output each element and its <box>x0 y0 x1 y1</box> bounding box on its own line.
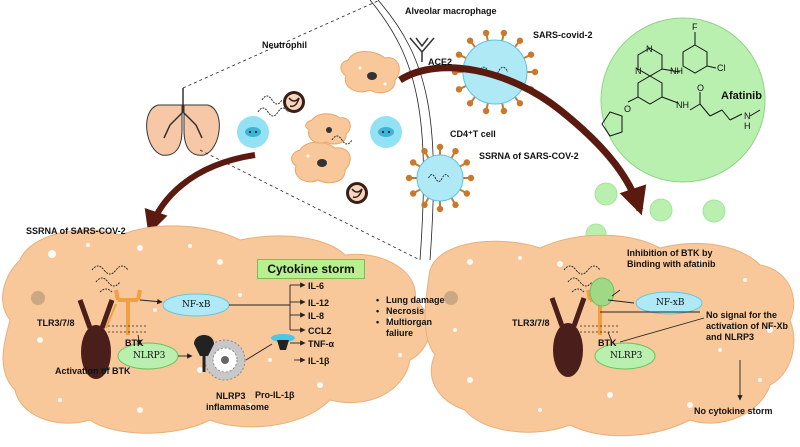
nfkb-right-node <box>635 291 703 315</box>
label-ssrna-top: SSRNA of SARS-COV-2 <box>479 151 579 161</box>
label-nfkb-left: NF-xB <box>182 300 211 310</box>
cytokine-label: IL-1β <box>308 356 330 366</box>
atom-o1: O <box>697 83 705 93</box>
neutrophil-bottom <box>346 182 368 204</box>
effect-item: Lung damage <box>376 295 445 306</box>
label-nlrp3-right: NLRP3 <box>610 351 643 361</box>
sars-covid2-virus-small-icon <box>405 143 475 213</box>
cytokine-label: IL-6 <box>308 281 325 291</box>
label-nfkb-right: NF-xB <box>656 298 685 308</box>
label-sars-covid2: SARS-covid-2 <box>533 30 593 40</box>
cytokine-label: IL-8 <box>308 311 325 321</box>
alveolar-macrophage-mid <box>291 141 351 184</box>
atom-n-methyl: N <box>744 111 751 121</box>
label-btk-right: BTK <box>598 338 617 348</box>
arrow-to-right-cell <box>398 64 647 216</box>
atom-h-methyl: H <box>744 121 751 131</box>
label-inhibition-2: Binding with afatinib <box>627 259 716 269</box>
label-no-signal-1: No signal for the <box>706 310 778 320</box>
label-btk-left: BTK <box>125 338 144 348</box>
signal-arrows-left <box>89 282 306 371</box>
nlrp3-right-node <box>594 342 656 370</box>
label-cd4-t-cell: CD4⁺T cell <box>450 129 496 139</box>
tlr-receptor-right <box>549 297 587 377</box>
effect-item: Multiorgan <box>376 317 445 328</box>
label-pro-il1b: Pro-IL-1β <box>255 390 295 400</box>
label-activation-btk: Activation of BTK <box>55 366 131 376</box>
arrow-to-left-cell <box>144 152 256 235</box>
atom-n1: N <box>646 44 653 54</box>
label-no-signal-3: and NLRP3 <box>706 332 755 342</box>
effects-list: Lung damage Necrosis Multiorgan faliure <box>376 295 445 339</box>
cytokine-storm-box: Cytokine storm <box>257 259 365 279</box>
signal-arrows-right <box>600 289 743 401</box>
label-nlrp3-inflammasome-1: NLRP3 <box>216 391 246 401</box>
label-nlrp3-inflammasome-2: inflammasome <box>206 402 270 412</box>
nlrp3-receptor-left <box>194 335 214 372</box>
atom-o2: O <box>624 104 632 114</box>
lungs-icon <box>146 88 220 156</box>
zoom-outline <box>182 0 434 261</box>
label-ace2: ACE2 <box>428 57 453 67</box>
atom-cl: Cl <box>717 63 726 73</box>
cytokine-label: TNF-α <box>308 339 335 349</box>
label-nlrp3-left: NLRP3 <box>133 351 166 361</box>
label-no-cytokine-storm: No cytokine storm <box>694 406 773 416</box>
label-no-signal-2: activation of NF-Xb <box>706 321 789 331</box>
atom-nh2: NH <box>676 100 689 110</box>
cytokine-label: IL-12 <box>308 298 330 308</box>
ace2-receptor-icon <box>409 37 435 62</box>
ssrna-right-strand <box>563 265 601 293</box>
label-tlr-right: TLR3/7/8 <box>512 318 550 328</box>
cd4-t-cell-icon <box>370 116 402 148</box>
atom-f: F <box>692 22 698 32</box>
atom-n2: N <box>635 66 642 76</box>
tlr-receptor-left <box>77 299 117 379</box>
label-inhibition-1: Inhibition of BTK by <box>627 248 713 258</box>
effect-item: faliure <box>386 328 414 338</box>
alveolar-macrophage-top <box>340 51 400 94</box>
label-alveolar-macrophage: Alveolar macrophage <box>405 6 497 16</box>
alveolar-macrophage-center <box>305 113 351 145</box>
atom-nh1: NH <box>670 66 683 76</box>
label-ssrna-left: SSRNA of SARS-COV-2 <box>26 226 126 236</box>
label-afatinib: Afatinib <box>721 90 762 102</box>
cytokine-label: CCL2 <box>308 326 332 336</box>
afatinib-bound-icon <box>589 277 615 307</box>
effect-item: Necrosis <box>376 306 445 317</box>
btk-kinase-left <box>108 289 148 335</box>
neutrophil-top <box>283 91 305 113</box>
inflammasome-icon <box>204 339 246 381</box>
label-tlr-left: TLR3/7/8 <box>37 318 75 328</box>
ssrna-strand-icon <box>257 95 353 145</box>
cd4-t-cell-icon <box>237 116 269 148</box>
ssrna-left-strand <box>91 265 129 293</box>
pro-il1b-icon <box>271 334 295 350</box>
label-neutrophil: Neutrophil <box>262 40 307 50</box>
afatinib-structure <box>600 17 766 183</box>
